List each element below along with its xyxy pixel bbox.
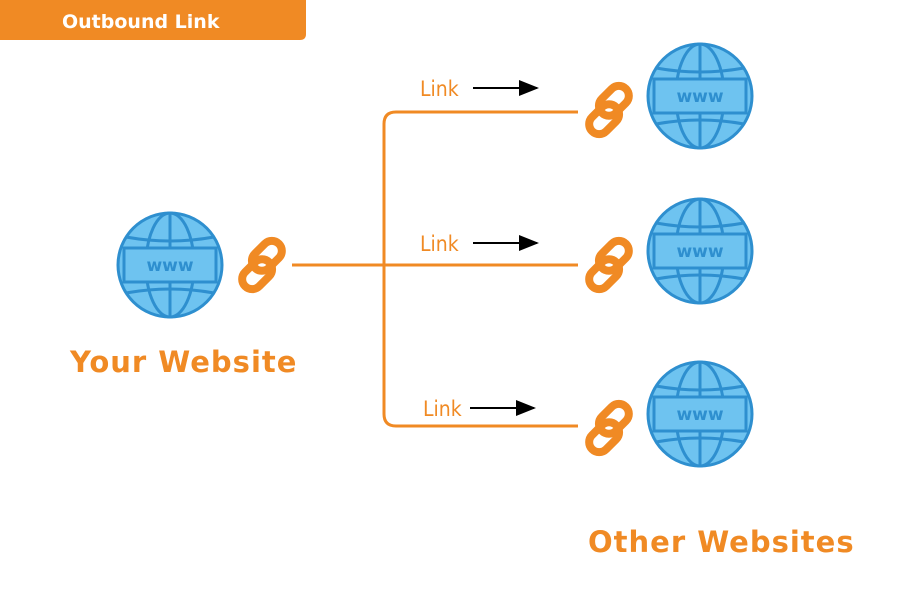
chain-link-icon: [238, 237, 286, 294]
source-caption: Your Website: [69, 345, 297, 379]
globe-icon: www: [646, 197, 754, 305]
targets-caption: Other Websites: [588, 525, 855, 559]
globe-label: www: [676, 87, 723, 107]
source-website: www Your Website: [69, 211, 297, 379]
globe-label: www: [676, 405, 723, 425]
connector-branch: [382, 110, 578, 428]
connector-lines: [292, 110, 578, 428]
chain-link-icon: [585, 82, 633, 139]
link-label: Link: [423, 397, 462, 421]
banner-title: Outbound Link: [62, 11, 220, 33]
target-website-3: Link www: [423, 360, 754, 468]
chain-link-icon: [585, 400, 633, 457]
globe-icon: www: [646, 360, 754, 468]
target-website-1: Link www: [420, 42, 754, 150]
link-label: Link: [420, 77, 459, 101]
target-website-2: Link www: [420, 197, 754, 305]
globe-icon: www: [646, 42, 754, 150]
globe-icon: www: [116, 211, 224, 319]
title-banner: Outbound Link: [0, 0, 306, 40]
globe-label: www: [676, 242, 723, 262]
chain-link-icon: [585, 237, 633, 294]
link-label: Link: [420, 232, 459, 256]
globe-label: www: [146, 256, 193, 276]
